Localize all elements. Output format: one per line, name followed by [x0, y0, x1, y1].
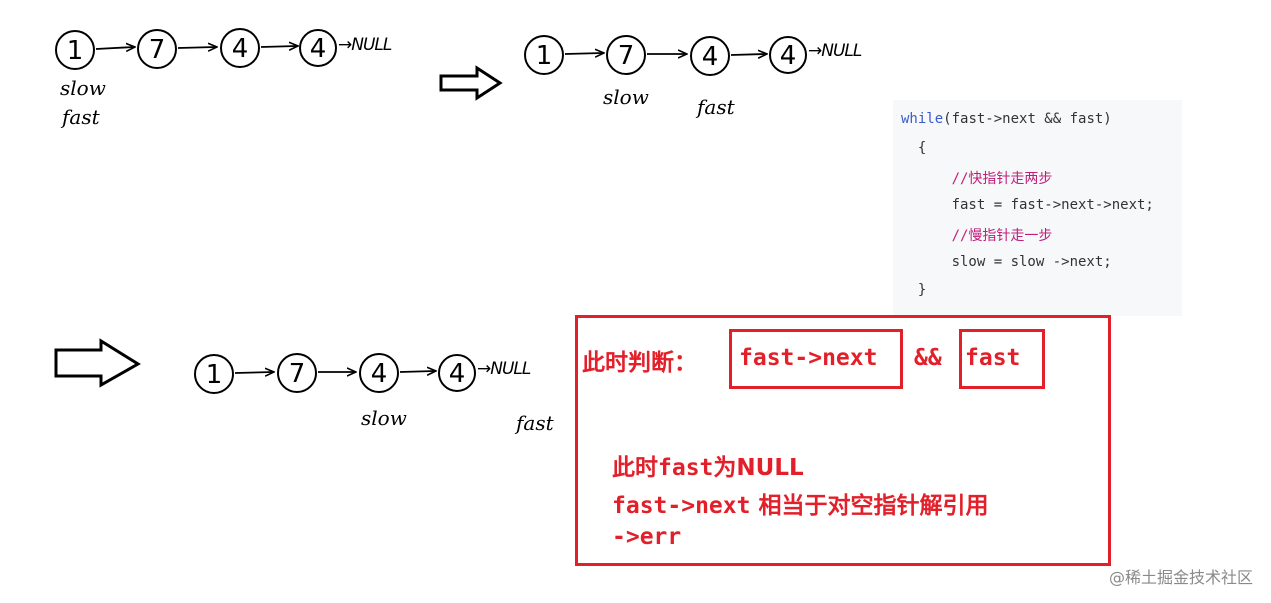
fast-pointer-label: fast: [695, 95, 736, 119]
linked-list-diagram-2: 1 7 4 4 →NULL slow fast: [524, 35, 863, 119]
next-arrow: [95, 47, 134, 49]
svg-text:7: 7: [618, 41, 635, 71]
linked-list-diagram-3: 1 7 4 4 →NULL slow fast: [194, 353, 555, 435]
fast-pointer-label: fast: [514, 411, 555, 435]
null-label: →NULL: [338, 35, 392, 55]
next-arrow: [260, 46, 297, 47]
condition-next-box: [729, 329, 903, 389]
watermark: @稀土掘金技术社区: [1108, 568, 1253, 587]
null-label: →NULL: [808, 41, 862, 61]
svg-text:4: 4: [232, 34, 249, 64]
list-node: 4: [690, 36, 730, 76]
condition-and-text: &&: [914, 345, 942, 371]
list-node: 4: [359, 353, 399, 393]
slow-pointer-label: slow: [603, 85, 649, 109]
next-arrow: [234, 372, 273, 373]
judge-label: 此时判断：: [582, 350, 697, 376]
svg-text:4: 4: [702, 42, 719, 72]
code-line: }: [901, 282, 927, 298]
svg-text:4: 4: [780, 41, 797, 71]
transition-arrow: [439, 65, 503, 101]
svg-text:4: 4: [310, 34, 327, 64]
null-explanation: 此时fast为NULL: [612, 455, 804, 481]
condition-next-text: fast->next: [739, 345, 878, 371]
svg-text:7: 7: [289, 359, 306, 389]
svg-text:4: 4: [371, 359, 388, 389]
code-comment: //快指针走两步: [901, 171, 1053, 187]
null-label: →NULL: [477, 359, 531, 379]
code-line: slow = slow ->next;: [901, 254, 1112, 270]
list-node: 7: [277, 353, 317, 393]
condition-fast-box: [959, 329, 1045, 389]
condition-fast-text: fast: [965, 345, 1021, 371]
svg-text:1: 1: [67, 36, 84, 66]
list-node: 4: [438, 354, 476, 392]
list-node: 1: [524, 35, 564, 75]
code-text: (fast->next && fast): [943, 111, 1112, 127]
list-node: 1: [55, 30, 95, 70]
code-line: fast = fast->next->next;: [901, 197, 1154, 213]
next-arrow: [564, 53, 603, 54]
list-node: 4: [769, 36, 807, 74]
code-keyword: while: [901, 111, 944, 127]
svg-text:1: 1: [206, 360, 223, 390]
list-node: 7: [606, 35, 646, 75]
code-line: {: [901, 140, 927, 156]
annotation-box: 此时判断： fast->next && fast 此时fast为NULL fas…: [575, 315, 1111, 566]
slow-pointer-label: slow: [60, 76, 106, 100]
transition-arrow: [54, 338, 141, 388]
code-comment: //慢指针走一步: [901, 228, 1053, 244]
next-arrow: [177, 47, 216, 48]
svg-text:1: 1: [536, 41, 553, 71]
svg-text:7: 7: [149, 35, 166, 65]
deref-explanation: fast->next 相当于对空指针解引用: [612, 493, 989, 519]
list-node: 4: [299, 29, 337, 67]
fast-pointer-label: fast: [60, 105, 101, 129]
slow-pointer-label: slow: [361, 406, 407, 430]
list-node: 1: [194, 354, 234, 394]
code-snippet: while(fast->next && fast) { //快指针走两步 fas…: [893, 100, 1182, 316]
list-node: 7: [137, 29, 177, 69]
linked-list-diagram-1: 1 7 4 4 →NULL slow fast: [55, 28, 393, 129]
next-arrow: [730, 54, 766, 55]
list-node: 4: [220, 28, 260, 68]
error-label: ->err: [612, 524, 682, 550]
next-arrow: [399, 371, 435, 372]
svg-text:4: 4: [449, 359, 466, 389]
code-line: while(fast->next && fast): [901, 111, 1112, 127]
